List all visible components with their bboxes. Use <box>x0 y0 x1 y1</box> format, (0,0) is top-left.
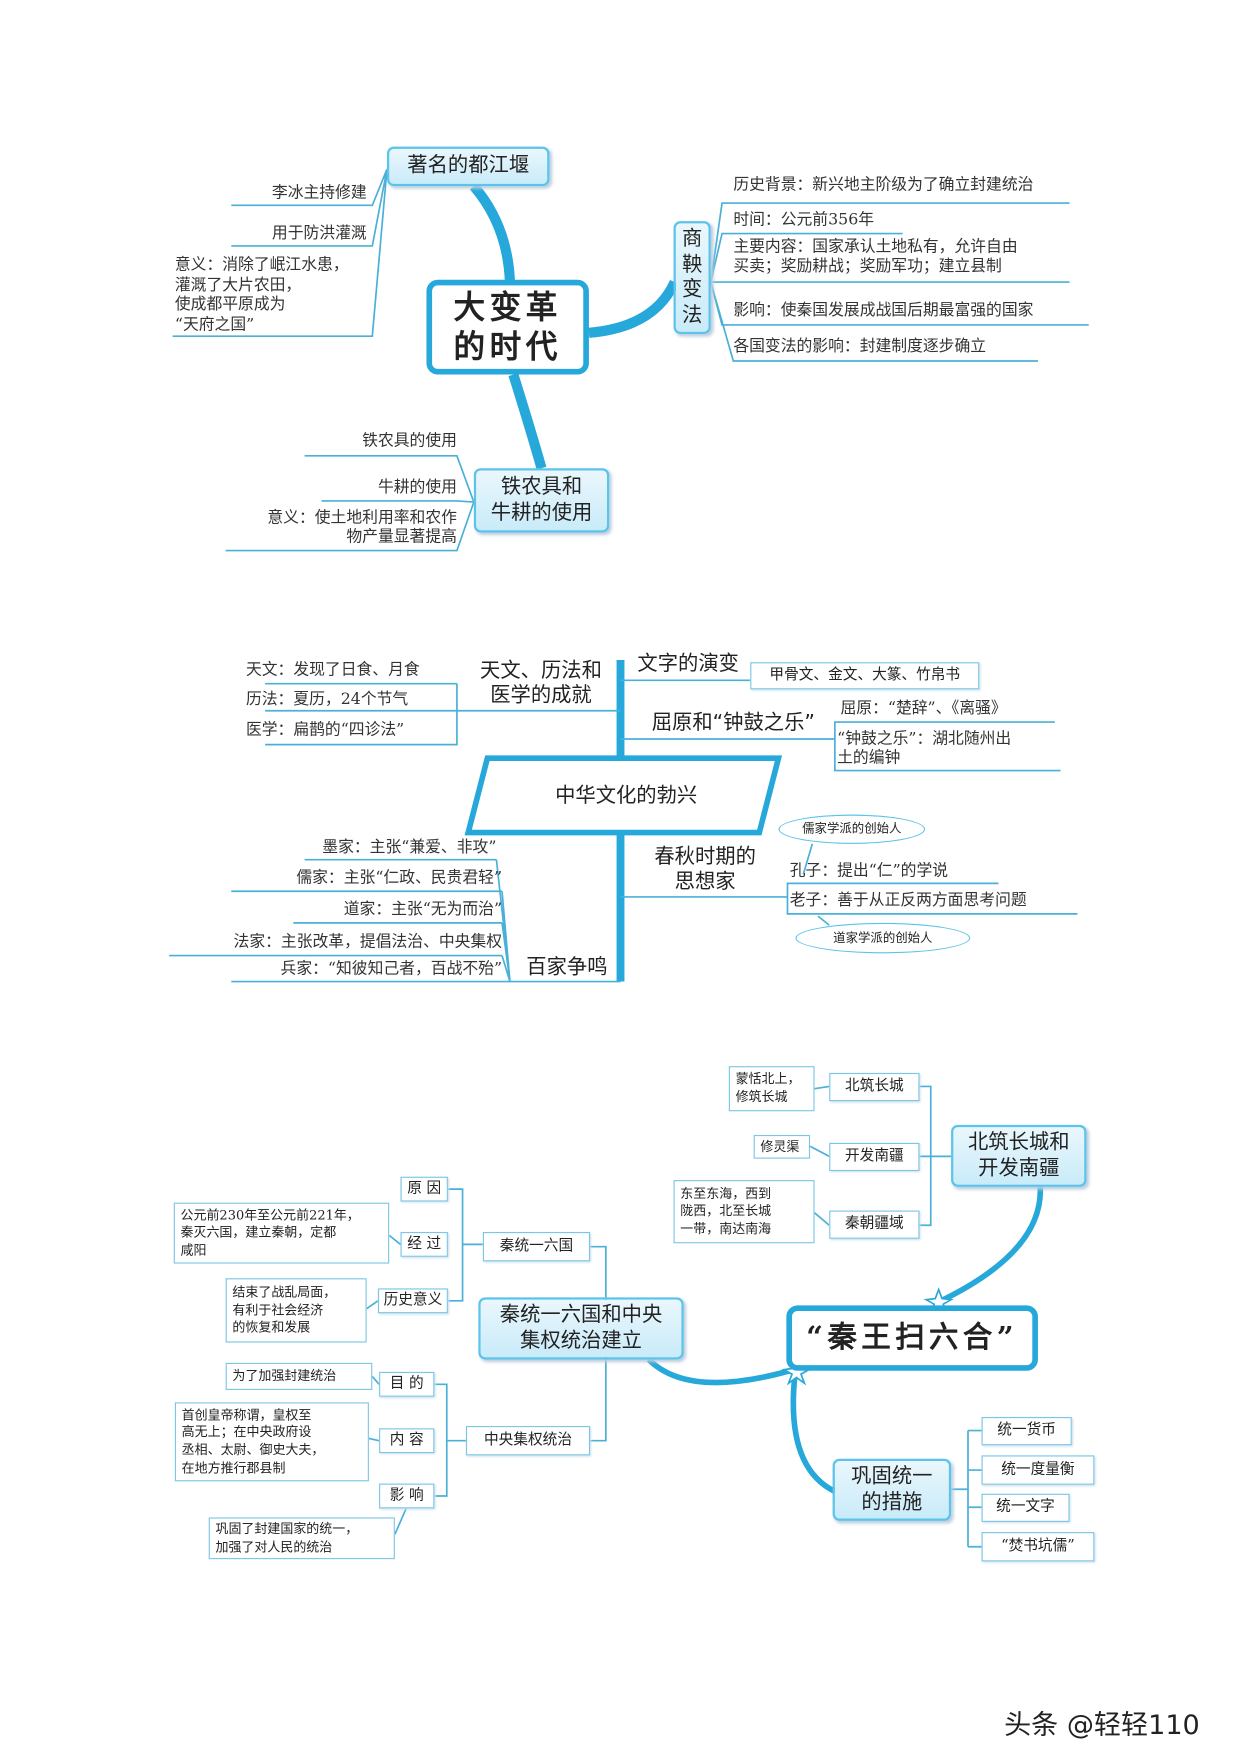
node-thinkers: 春秋时期的 思想家 <box>654 844 756 894</box>
item-box: 经 过 <box>400 1231 448 1257</box>
leaf: 天文：发现了日食、月食 <box>245 661 420 680</box>
central-topic-great-reform: 大变革 的时代 <box>426 279 589 375</box>
leaf: 李冰主持修建 <box>271 184 367 203</box>
node-shangyang-reform: 商 鞅 变 法 <box>673 221 711 334</box>
leaf: 历史背景：新兴地主阶级为了确立封建统治 <box>733 176 1034 195</box>
leaf: 墨家：主张“兼爱、非攻” <box>322 838 497 857</box>
item-box: 目 的 <box>379 1371 435 1397</box>
note-box: 公元前230年至公元前221年， 秦灭六国，建立秦朝，定都 咸阳 <box>173 1202 390 1264</box>
watermark: 头条 @轻轻110 <box>1004 1709 1200 1741</box>
note-box: 东至东海，西到 陇西，北至长城 一带，南达南海 <box>673 1180 815 1244</box>
leaf: 用于防洪灌溉 <box>271 224 367 243</box>
note-box: 巩固了封建国家的统一， 加强了对人民的统治 <box>208 1517 395 1560</box>
item-box: 秦朝疆域 <box>829 1210 920 1239</box>
speech-bubble: 道家学派的创始人 <box>795 922 971 954</box>
item-box: 原 因 <box>400 1176 448 1202</box>
leaf: 孔子：提出“仁”的学说 <box>789 862 949 881</box>
node-great-wall: 北筑长城和 开发南疆 <box>951 1124 1087 1187</box>
note-box: 首创皇帝称谓，皇权至 高无上；在中央政府设 丞相、太尉、御史大夫， 在地方推行郡… <box>174 1402 369 1482</box>
center-parallelogram <box>464 755 783 836</box>
leaf: 医学：扁鹊的“四诊法” <box>245 721 405 740</box>
node-unification: 秦统一六国和中央 集权统治建立 <box>478 1297 684 1360</box>
leaf: 兵家：“知彼知己者，百战不殆” <box>280 960 503 979</box>
item-box: 中央集权统治 <box>465 1426 591 1456</box>
leaf: 法家：主张改革，提倡法治、中央集权 <box>233 933 503 952</box>
node-writing: 文字的演变 <box>637 651 739 676</box>
leaf: 意义：消除了岷江水患， 灌溉了大片农田， 使成都平原成为 “天府之国” <box>174 256 349 334</box>
leaf: 主要内容：国家承认土地私有，允许自由 买卖；奖励耕战；奖励军功；建立县制 <box>733 237 1018 276</box>
leaf: 意义：使土地利用率和农作 物产量显著提高 <box>267 508 457 547</box>
item-box: 历史意义 <box>377 1288 448 1314</box>
node-quyuan: 屈原和“钟鼓之乐” <box>651 710 815 735</box>
node-hundred-schools: 百家争鸣 <box>526 955 608 979</box>
leaf-box: 甲骨文、金文、大篆、竹帛书 <box>750 662 980 690</box>
note-box: 蒙恬北上， 修筑长城 <box>728 1066 815 1112</box>
note-box: 为了加强封建统治 <box>225 1362 373 1390</box>
leaf: 各国变法的影响：封建制度逐步确立 <box>733 337 987 356</box>
leaf: 影响：使秦国发展成战国后期最富强的国家 <box>733 301 1034 320</box>
note-box: 修灵渠 <box>753 1134 811 1159</box>
leaf: 时间：公元前356年 <box>733 211 875 230</box>
leaf: 儒家：主张“仁政、民贵君轻” <box>296 868 503 888</box>
node-dujiangyan: 著名的都江堰 <box>386 146 550 187</box>
node-science: 天文、历法和 医学的成就 <box>480 658 602 708</box>
item-box: 开发南疆 <box>829 1142 920 1172</box>
item-box: 影 响 <box>379 1483 435 1509</box>
speech-bubble: 儒家学派的创始人 <box>778 814 926 844</box>
leaf: 历法：夏历，24个节气 <box>245 690 409 709</box>
note-box: 结束了战乱局面， 有利于社会经济 的恢复和发展 <box>225 1278 367 1343</box>
item-box: 秦统一六国 <box>482 1231 591 1262</box>
item-box: 内 容 <box>379 1428 435 1454</box>
leaf: 屈原：“楚辞”、《离骚》 <box>840 699 1007 718</box>
leaf: 道家：主张“无为而治” <box>343 900 503 919</box>
node-iron-tools: 铁农具和 牛耕的使用 <box>473 468 610 533</box>
central-topic-chinese-culture: 中华文化的勃兴 <box>555 783 698 808</box>
node-measures: 巩固统一 的措施 <box>832 1458 952 1521</box>
item-box: 统一货币 <box>981 1417 1072 1446</box>
item-box: 北筑长城 <box>829 1072 920 1102</box>
leaf: 牛耕的使用 <box>377 478 457 497</box>
leaf: 老子：善于从正反两方面思考问题 <box>789 891 1027 910</box>
item-box: “焚书坑儒” <box>981 1532 1095 1562</box>
leaf: 铁农具的使用 <box>362 432 457 451</box>
leaf: “钟鼓之乐”：湖北随州出 土的编钟 <box>837 729 1012 768</box>
central-topic-qin-unification: “秦王扫六合” <box>786 1305 1038 1371</box>
item-box: 统一度量衡 <box>981 1455 1095 1485</box>
item-box: 统一文字 <box>981 1493 1070 1522</box>
